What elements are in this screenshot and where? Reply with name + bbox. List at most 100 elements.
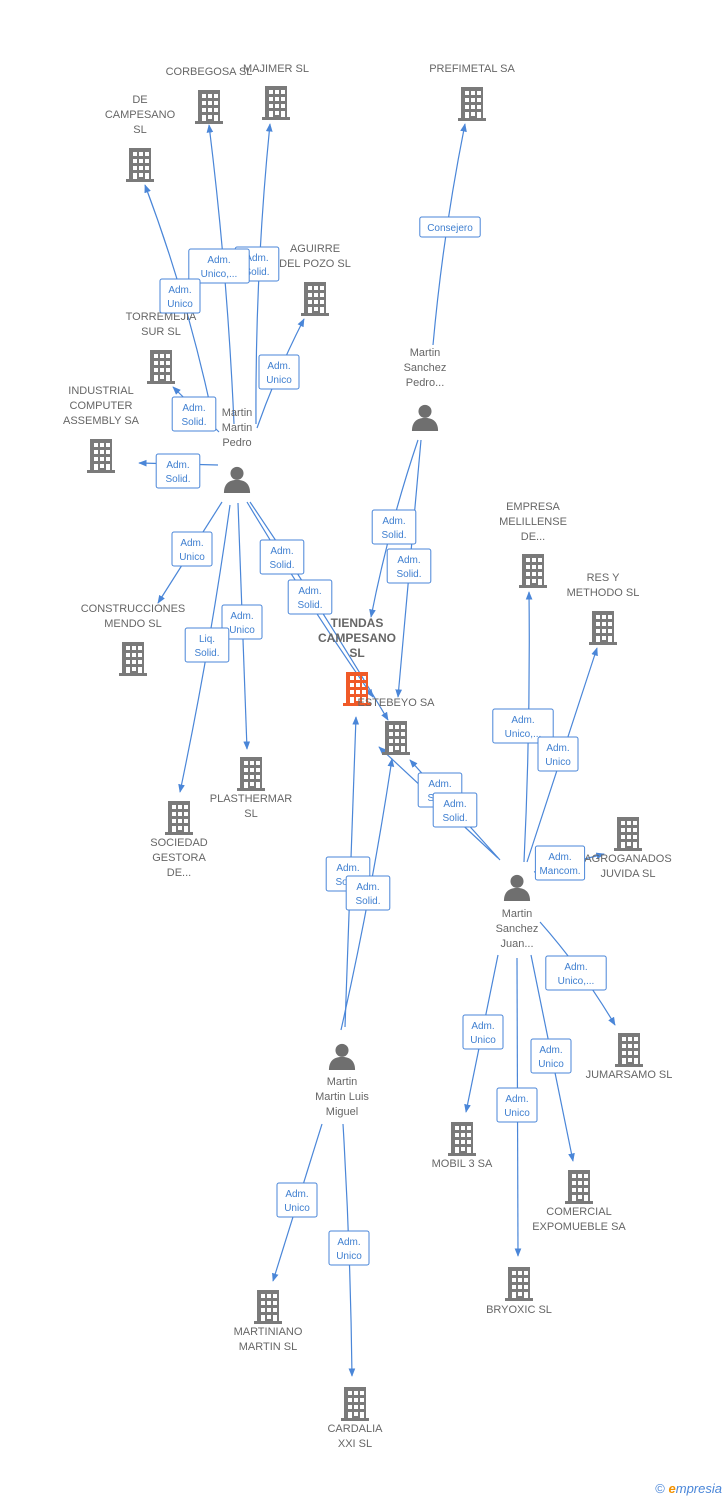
edge-label-mm_pedro-to-construcciones[interactable]: Adm. Unico [171,531,213,567]
edge-label-text: Consejero [427,223,473,234]
edge-label-text: Solid. [442,813,467,824]
node-label: GESTORA [152,852,206,864]
edge-label-ms_juan-to-mobil3[interactable]: Adm.Unico [462,1014,504,1050]
edge-label-mm_pedro-to-sociedad[interactable]: Liq.Solid. [184,627,230,663]
building-icon [382,721,410,755]
node-label: SOCIEDAD [150,837,208,849]
edge-label-text: Unico [179,552,205,563]
edge-label-text: Adm. [180,538,203,549]
node-label: SUR SL [141,326,181,338]
node-label: Martin [222,407,253,419]
edge-label-mm_pedro-to-torremejia[interactable]: Adm.Solid. [171,396,217,432]
edge-label-text: Adm. [230,611,253,622]
edge-label-text: Adm. [443,799,466,810]
edge-label-ms_juan-to-agroganados[interactable]: Adm.Mancom. [534,845,586,881]
edge-label-mm_pedro-to-decampesano[interactable]: Adm.Unico [159,278,201,314]
copyright-symbol: © [655,1481,665,1496]
edge-label-ms_pedro-to-tiendas[interactable]: Adm.Solid. [371,509,417,545]
edge-label-text: Adm. [207,255,230,266]
edge-label-mm_luis-to-estebeyo[interactable]: Adm.Solid. [345,875,391,911]
edge-label-ms_juan-to-jumarsamo[interactable]: Adm.Unico,... [545,955,607,991]
node-label: ASSEMBLY SA [63,415,140,427]
edge-label-text: Adm. [337,1237,360,1248]
node-label: Martin [222,422,253,434]
company-node-bryoxic[interactable]: BRYOXIC SL [486,1267,552,1316]
node-label: CORBEGOSA SL [166,66,253,78]
company-node-estebeyo[interactable]: ESTEBEYO SA [357,697,435,755]
edge-label-text: Adm. [168,285,191,296]
company-node-mobil3[interactable]: MOBIL 3 SA [432,1122,493,1170]
edge-label-text: Adm. [428,779,451,790]
edge-label-text: Solid. [269,560,294,571]
edge-label-ms_pedro-to-prefimetal[interactable]: Consejero [419,216,481,238]
edge-label-mm_luis-to-cardalia[interactable]: Adm.Unico [328,1230,370,1266]
edge-label-ms_juan-to-bryoxic[interactable]: Adm.Unico [496,1087,538,1123]
edge-label-text: Adm. [356,882,379,893]
company-node-sociedad[interactable]: SOCIEDADGESTORADE... [150,801,208,879]
company-node-majimer[interactable]: MAJIMER SL [243,63,309,120]
edge-label-box [419,216,481,238]
node-label: JUMARSAMO SL [586,1069,673,1081]
edge-label-box [159,278,201,314]
edge-label-text: Adm. [564,962,587,973]
node-label: BRYOXIC SL [486,1304,552,1316]
edge-label-mm_pedro-to-corbegosa[interactable]: Adm.Unico,... [188,248,250,284]
edge-label-ms_juan-to-estebeyo[interactable]: Adm. Solid. [432,792,478,828]
edge-label-box [328,1230,370,1266]
edge-label-box [155,453,201,489]
company-node-prefimetal[interactable]: PREFIMETAL SA [429,63,515,121]
edge-label-text: Adm. [182,403,205,414]
edge-label-text: Adm. [336,863,359,874]
company-node-empresa[interactable]: EMPRESAMELILLENSEDE... [499,501,567,588]
node-label: COMERCIAL [546,1206,611,1218]
node-label: MELILLENSE [499,516,567,528]
brand-initial: e [668,1481,676,1496]
edge-label-mm_pedro-to-aguirre[interactable]: Adm.Unico [258,354,300,390]
edge-label-text: Mancom. [539,866,580,877]
person-node-ms_pedro[interactable]: MartinSanchezPedro... [404,347,447,431]
edge-label-mm_pedro-to-tiendas[interactable]: Adm. Solid. [259,539,305,575]
edge-label-mm_pedro-to-plasthermar[interactable]: Adm.Unico [221,604,263,640]
node-label: SL [349,646,364,660]
person-node-ms_juan[interactable]: MartinSanchezJuan... [496,874,539,950]
edge-label-text: Solid. [396,569,421,580]
edge-label-text: Adm. [270,546,293,557]
building-icon [519,554,547,588]
node-label: DEL POZO SL [279,258,351,270]
edge-label-box [386,548,432,584]
company-node-jumarsamo[interactable]: JUMARSAMO SL [586,1033,673,1081]
edge-label-mm_pedro-to-industrial[interactable]: Adm.Solid. [155,453,201,489]
edge-label-mm_luis-to-martiniano[interactable]: Adm.Unico [276,1182,318,1218]
edge-label-text: Adm. [505,1094,528,1105]
node-label: Martin [410,347,441,359]
edge-label-ms_juan-to-resy[interactable]: Adm.Unico [537,736,579,772]
edge-label-ms_pedro-to-estebeyo[interactable]: Adm.Solid. [386,548,432,584]
footer-brand: © empresia [655,1481,722,1496]
edge-label-ms_juan-to-empresa[interactable]: Adm.Unico,... [492,708,554,744]
edge-label-mm_pedro-to-estebeyo[interactable]: Adm.Solid. [287,579,333,615]
company-node-corbegosa[interactable]: CORBEGOSA SL [166,66,253,124]
node-label: TIENDAS [331,616,384,630]
node-label: DE... [521,531,545,543]
node-label: SL [244,808,257,820]
building-icon [448,1122,476,1156]
building-icon [565,1170,593,1204]
building-icon [301,282,329,316]
brand-logo[interactable]: empresia [669,1481,722,1496]
node-label: Martin [327,1076,358,1088]
edge-label-ms_juan-to-comercial[interactable]: Adm.Unico [530,1038,572,1074]
